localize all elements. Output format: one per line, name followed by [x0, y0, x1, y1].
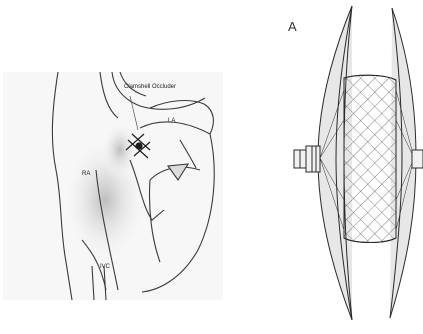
- label-ivc: IVC: [100, 264, 110, 270]
- label-right-atrium: RA: [82, 171, 90, 177]
- label-left-atrium: LA: [168, 118, 175, 124]
- heart-diagram: [3, 72, 223, 300]
- clamshell-device-drawing: [294, 6, 423, 320]
- label-clamshell-occluder: Clamshell Occluder: [124, 84, 176, 90]
- panel-letter-a: A: [288, 20, 297, 33]
